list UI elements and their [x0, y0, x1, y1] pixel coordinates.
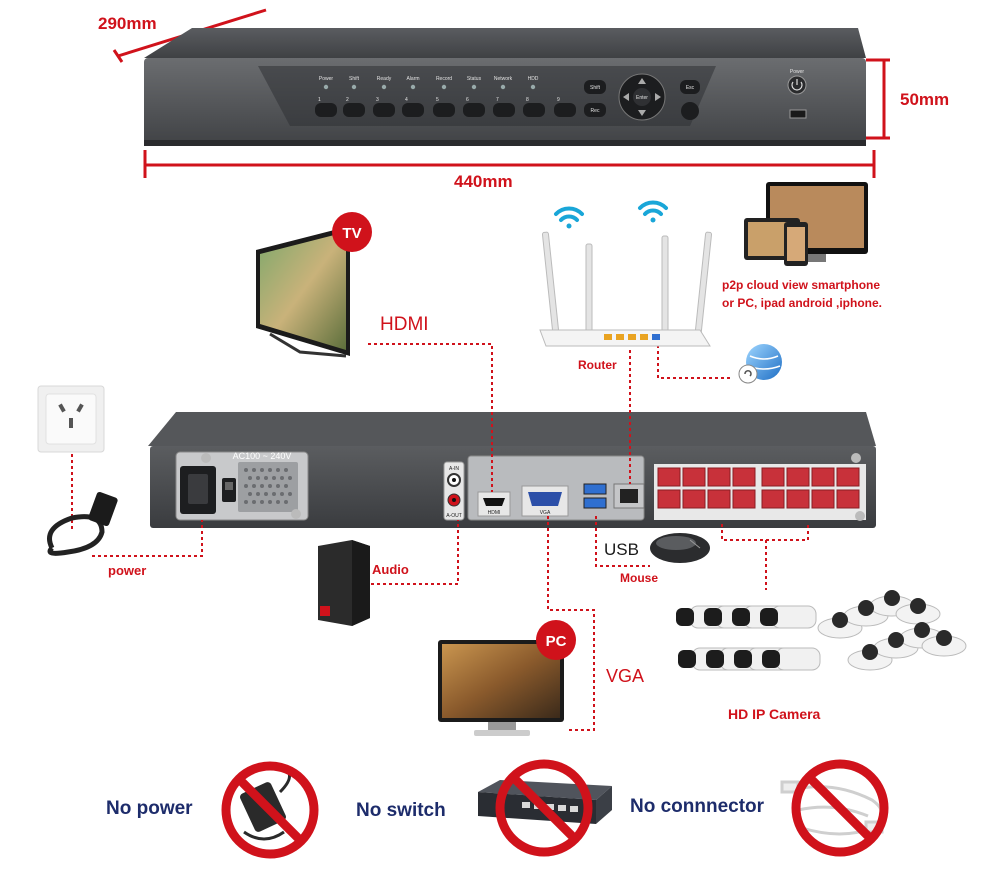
hdmi-port [477, 491, 511, 517]
wall-outlet-icon [37, 385, 105, 453]
svg-text:A-IN: A-IN [449, 466, 459, 472]
height-dimension-label: 50mm [900, 90, 950, 109]
usb-label: USB [604, 540, 639, 559]
vga-label: VGA [606, 666, 645, 686]
front-panel-labels: Power Shift Ready Alarm Record Status Ne… [318, 69, 804, 114]
router-icon [539, 231, 713, 347]
no-power-label: No power [106, 798, 193, 819]
svg-text:6: 6 [466, 97, 469, 103]
pc-badge-label: PC [546, 633, 567, 650]
no-switch-label: No switch [356, 800, 446, 821]
p2p-label-line2: or PC, ipad android ,iphone. [722, 296, 883, 310]
svg-text:Ready: Ready [377, 76, 392, 82]
connection-lines [71, 343, 809, 731]
front-control-buttons [315, 80, 700, 120]
power-cable-plug-icon [47, 491, 118, 556]
pc-monitor-icon [438, 620, 576, 736]
bullet-camera-group-icon [676, 605, 821, 671]
wifi-icon [554, 200, 668, 229]
no-connector-label: No connnector [630, 796, 765, 817]
no-connector-prohibit-icon [791, 759, 889, 857]
svg-text:Shift: Shift [349, 76, 360, 82]
no-switch-prohibit-icon [495, 759, 593, 857]
audio-label: Audio [372, 562, 409, 577]
svg-text:4: 4 [405, 97, 408, 103]
hdmi-label: HDMI [380, 314, 429, 335]
svg-text:8: 8 [526, 97, 529, 103]
svg-text:HDD: HDD [528, 76, 539, 82]
dimension-width-line [143, 150, 876, 178]
dome-camera-group-icon [817, 590, 967, 671]
poe-port-block [654, 464, 866, 520]
svg-text:9: 9 [557, 97, 560, 103]
svg-text:Esc: Esc [686, 85, 695, 91]
front-power-button [787, 75, 807, 95]
audio-jacks [443, 461, 465, 521]
fan-grille [238, 462, 298, 512]
hd-ip-camera-label: HD IP Camera [728, 706, 821, 722]
svg-text:7: 7 [496, 97, 499, 103]
rear-screws [201, 453, 865, 521]
front-indicator-leds [323, 84, 536, 90]
usb-ports [583, 483, 607, 509]
front-usb-port [789, 109, 807, 119]
rear-panel-labels: AC100 ~ 240V A-IN A-OUT HDMI VGA [233, 451, 551, 519]
svg-text:Alarm: Alarm [406, 76, 419, 82]
mouse-icon [650, 533, 710, 563]
svg-text:Power: Power [319, 76, 334, 82]
tv-badge-label: TV [342, 225, 361, 242]
svg-text:VGA: VGA [540, 510, 551, 516]
svg-text:AC100 ~ 240V: AC100 ~ 240V [233, 451, 292, 461]
lan-port [613, 483, 645, 509]
router-label: Router [578, 358, 617, 372]
svg-text:2: 2 [346, 97, 349, 103]
svg-text:Status: Status [467, 76, 482, 82]
dimension-height-line [866, 58, 890, 140]
power-socket-icon [180, 466, 236, 514]
speaker-icon [318, 540, 370, 626]
p2p-label-line1: p2p cloud view smartphone [722, 278, 881, 292]
vga-port [521, 485, 569, 517]
tv-icon [256, 212, 372, 358]
width-dimension-label: 440mm [454, 172, 513, 191]
svg-text:1: 1 [318, 97, 321, 103]
svg-text:A-OUT: A-OUT [446, 513, 462, 519]
svg-text:Enter: Enter [636, 95, 648, 101]
svg-text:3: 3 [376, 97, 379, 103]
svg-text:5: 5 [436, 97, 439, 103]
power-label: power [108, 563, 147, 578]
depth-dimension-label: 290mm [98, 14, 157, 33]
no-power-prohibit-icon [221, 761, 319, 859]
mouse-label: Mouse [620, 571, 659, 585]
svg-text:Record: Record [436, 76, 452, 82]
svg-text:Network: Network [494, 76, 513, 82]
monitor-device-icon [766, 182, 868, 262]
front-direction-pad [618, 73, 666, 121]
internet-globe-icon [738, 344, 782, 384]
svg-text:HDMI: HDMI [488, 510, 501, 516]
svg-text:Shift: Shift [590, 85, 601, 91]
svg-text:Rec: Rec [591, 108, 600, 114]
svg-text:Power: Power [790, 69, 805, 75]
smartphone-device-icon [784, 222, 808, 266]
